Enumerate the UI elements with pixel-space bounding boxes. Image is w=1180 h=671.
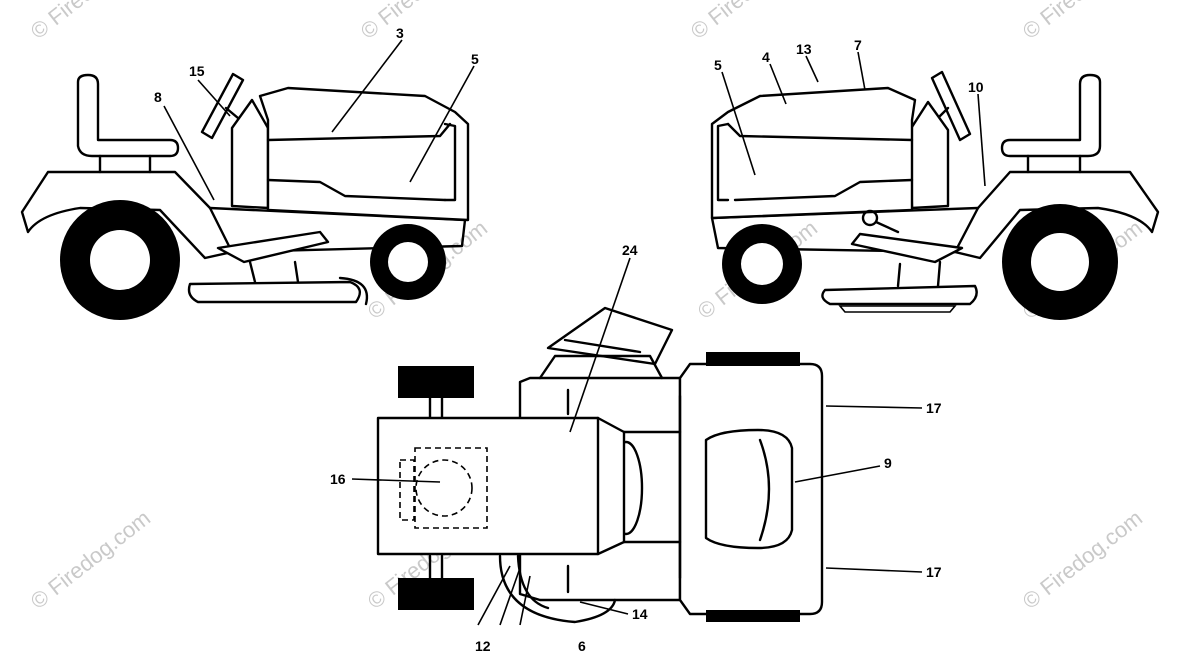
callout-7: 7 [854, 37, 862, 53]
callout-leaders [163, 39, 986, 626]
watermark: © Firedog.com [26, 0, 155, 44]
callout-5: 5 [714, 57, 722, 73]
tractor-left-side-view [20, 72, 470, 320]
callout-5: 5 [471, 51, 479, 67]
rear-wheel [60, 200, 180, 320]
callout-14: 14 [632, 606, 648, 622]
callout-4: 4 [762, 49, 770, 65]
front-wheel [722, 224, 802, 304]
callout-12: 12 [475, 638, 491, 654]
callout-24: 24 [622, 242, 638, 258]
callout-8: 8 [154, 89, 162, 105]
front-wheel [370, 224, 446, 300]
callout-3: 3 [396, 25, 404, 41]
callout-17: 17 [926, 400, 942, 416]
callout-9: 9 [884, 455, 892, 471]
watermark: © Firedog.com [356, 0, 485, 44]
rear-wheel [1002, 204, 1118, 320]
callout-10: 10 [968, 79, 984, 95]
callout-6: 6 [578, 638, 586, 654]
watermark: © Firedog.com [686, 0, 815, 44]
callout-13: 13 [796, 41, 812, 57]
callout-15: 15 [189, 63, 205, 79]
watermark: © Firedog.com [1018, 0, 1147, 44]
watermark: © Firedog.com [1018, 505, 1147, 614]
callout-17: 17 [926, 564, 942, 580]
watermark: © Firedog.com [26, 505, 155, 614]
tractor-right-side-view [710, 70, 1160, 320]
tractor-top-view [376, 306, 824, 624]
callout-labels: 3 5 15 8 5 4 13 7 10 24 16 17 9 17 14 12… [154, 25, 984, 654]
callout-16: 16 [330, 471, 346, 487]
